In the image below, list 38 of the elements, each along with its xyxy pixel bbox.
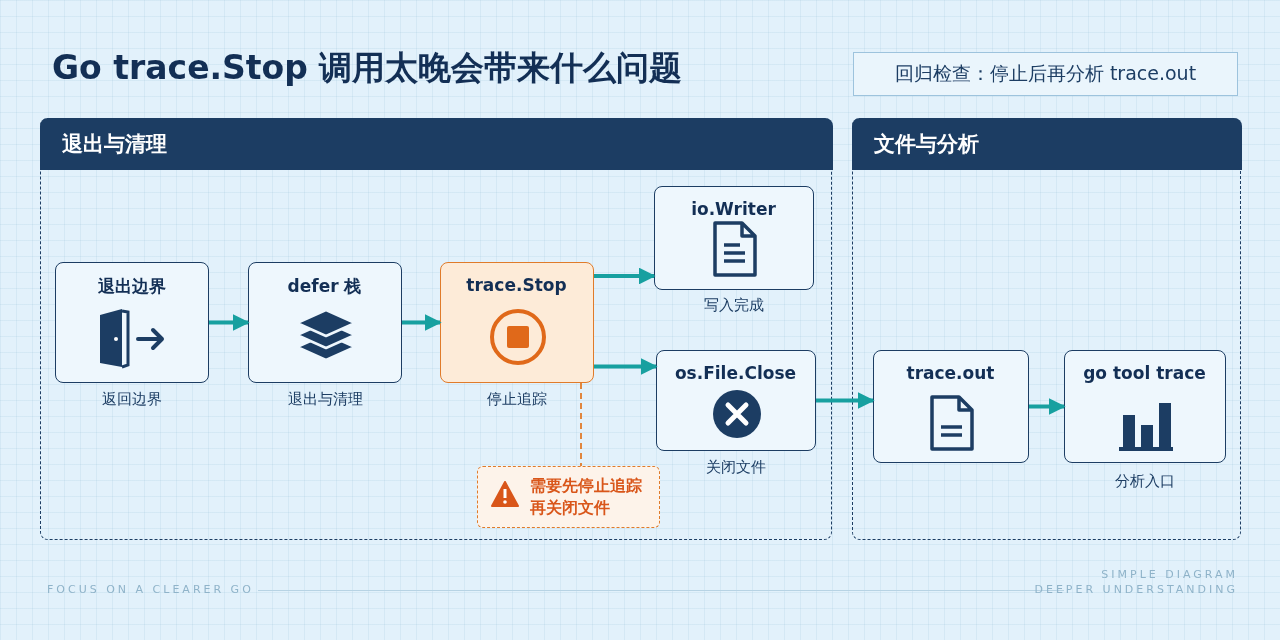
step-title: io.Writer [690, 198, 777, 219]
stop-step-box [439, 261, 594, 383]
step-box [247, 261, 402, 383]
arrow [1029, 398, 1066, 415]
step-caption: 写入完成 [703, 296, 765, 315]
step-title: trace.Stop [465, 274, 568, 295]
arrow [402, 314, 442, 331]
step-box [1063, 349, 1226, 463]
warning-note [476, 465, 660, 528]
diagram-title: Go trace.Stop 调用太晚会带来什么问题 [52, 47, 683, 89]
step-caption: 退出与清理 [286, 390, 364, 409]
footer-text: SIMPLE DIAGRAM [1101, 568, 1238, 581]
arrow [816, 392, 875, 409]
arrow [594, 358, 658, 375]
step-title: defer 栈 [286, 274, 363, 298]
arrow [209, 314, 250, 331]
check-tag: 回归检查：停止后再分析 trace.out [853, 52, 1238, 96]
footer-text: FOCUS ON A CLEARER GO [47, 583, 254, 596]
step-title: 退出边界 [96, 274, 167, 298]
step-title: go tool trace [1082, 362, 1207, 383]
step-box [653, 185, 814, 290]
footer-text: DEEPER UNDERSTANDING [1034, 583, 1238, 596]
step-box [54, 261, 209, 383]
warning-text: 需要先停止追踪再关闭文件 [529, 475, 643, 519]
stage-panel [852, 118, 1241, 540]
step-caption: 关闭文件 [705, 458, 767, 477]
dashed-connector [580, 382, 582, 467]
panel-header: 文件与分析 [851, 117, 1242, 170]
step-caption: 返回边界 [101, 390, 163, 409]
stage-panel [40, 118, 832, 540]
step-caption: 停止追踪 [486, 390, 548, 409]
step-title: trace.out [905, 362, 996, 383]
step-box [872, 349, 1029, 463]
step-title: os.File.Close [673, 362, 798, 383]
panel-header: 退出与清理 [39, 117, 833, 170]
step-caption: 分析入口 [1114, 472, 1176, 491]
step-box [655, 349, 816, 451]
arrow [594, 267, 656, 285]
